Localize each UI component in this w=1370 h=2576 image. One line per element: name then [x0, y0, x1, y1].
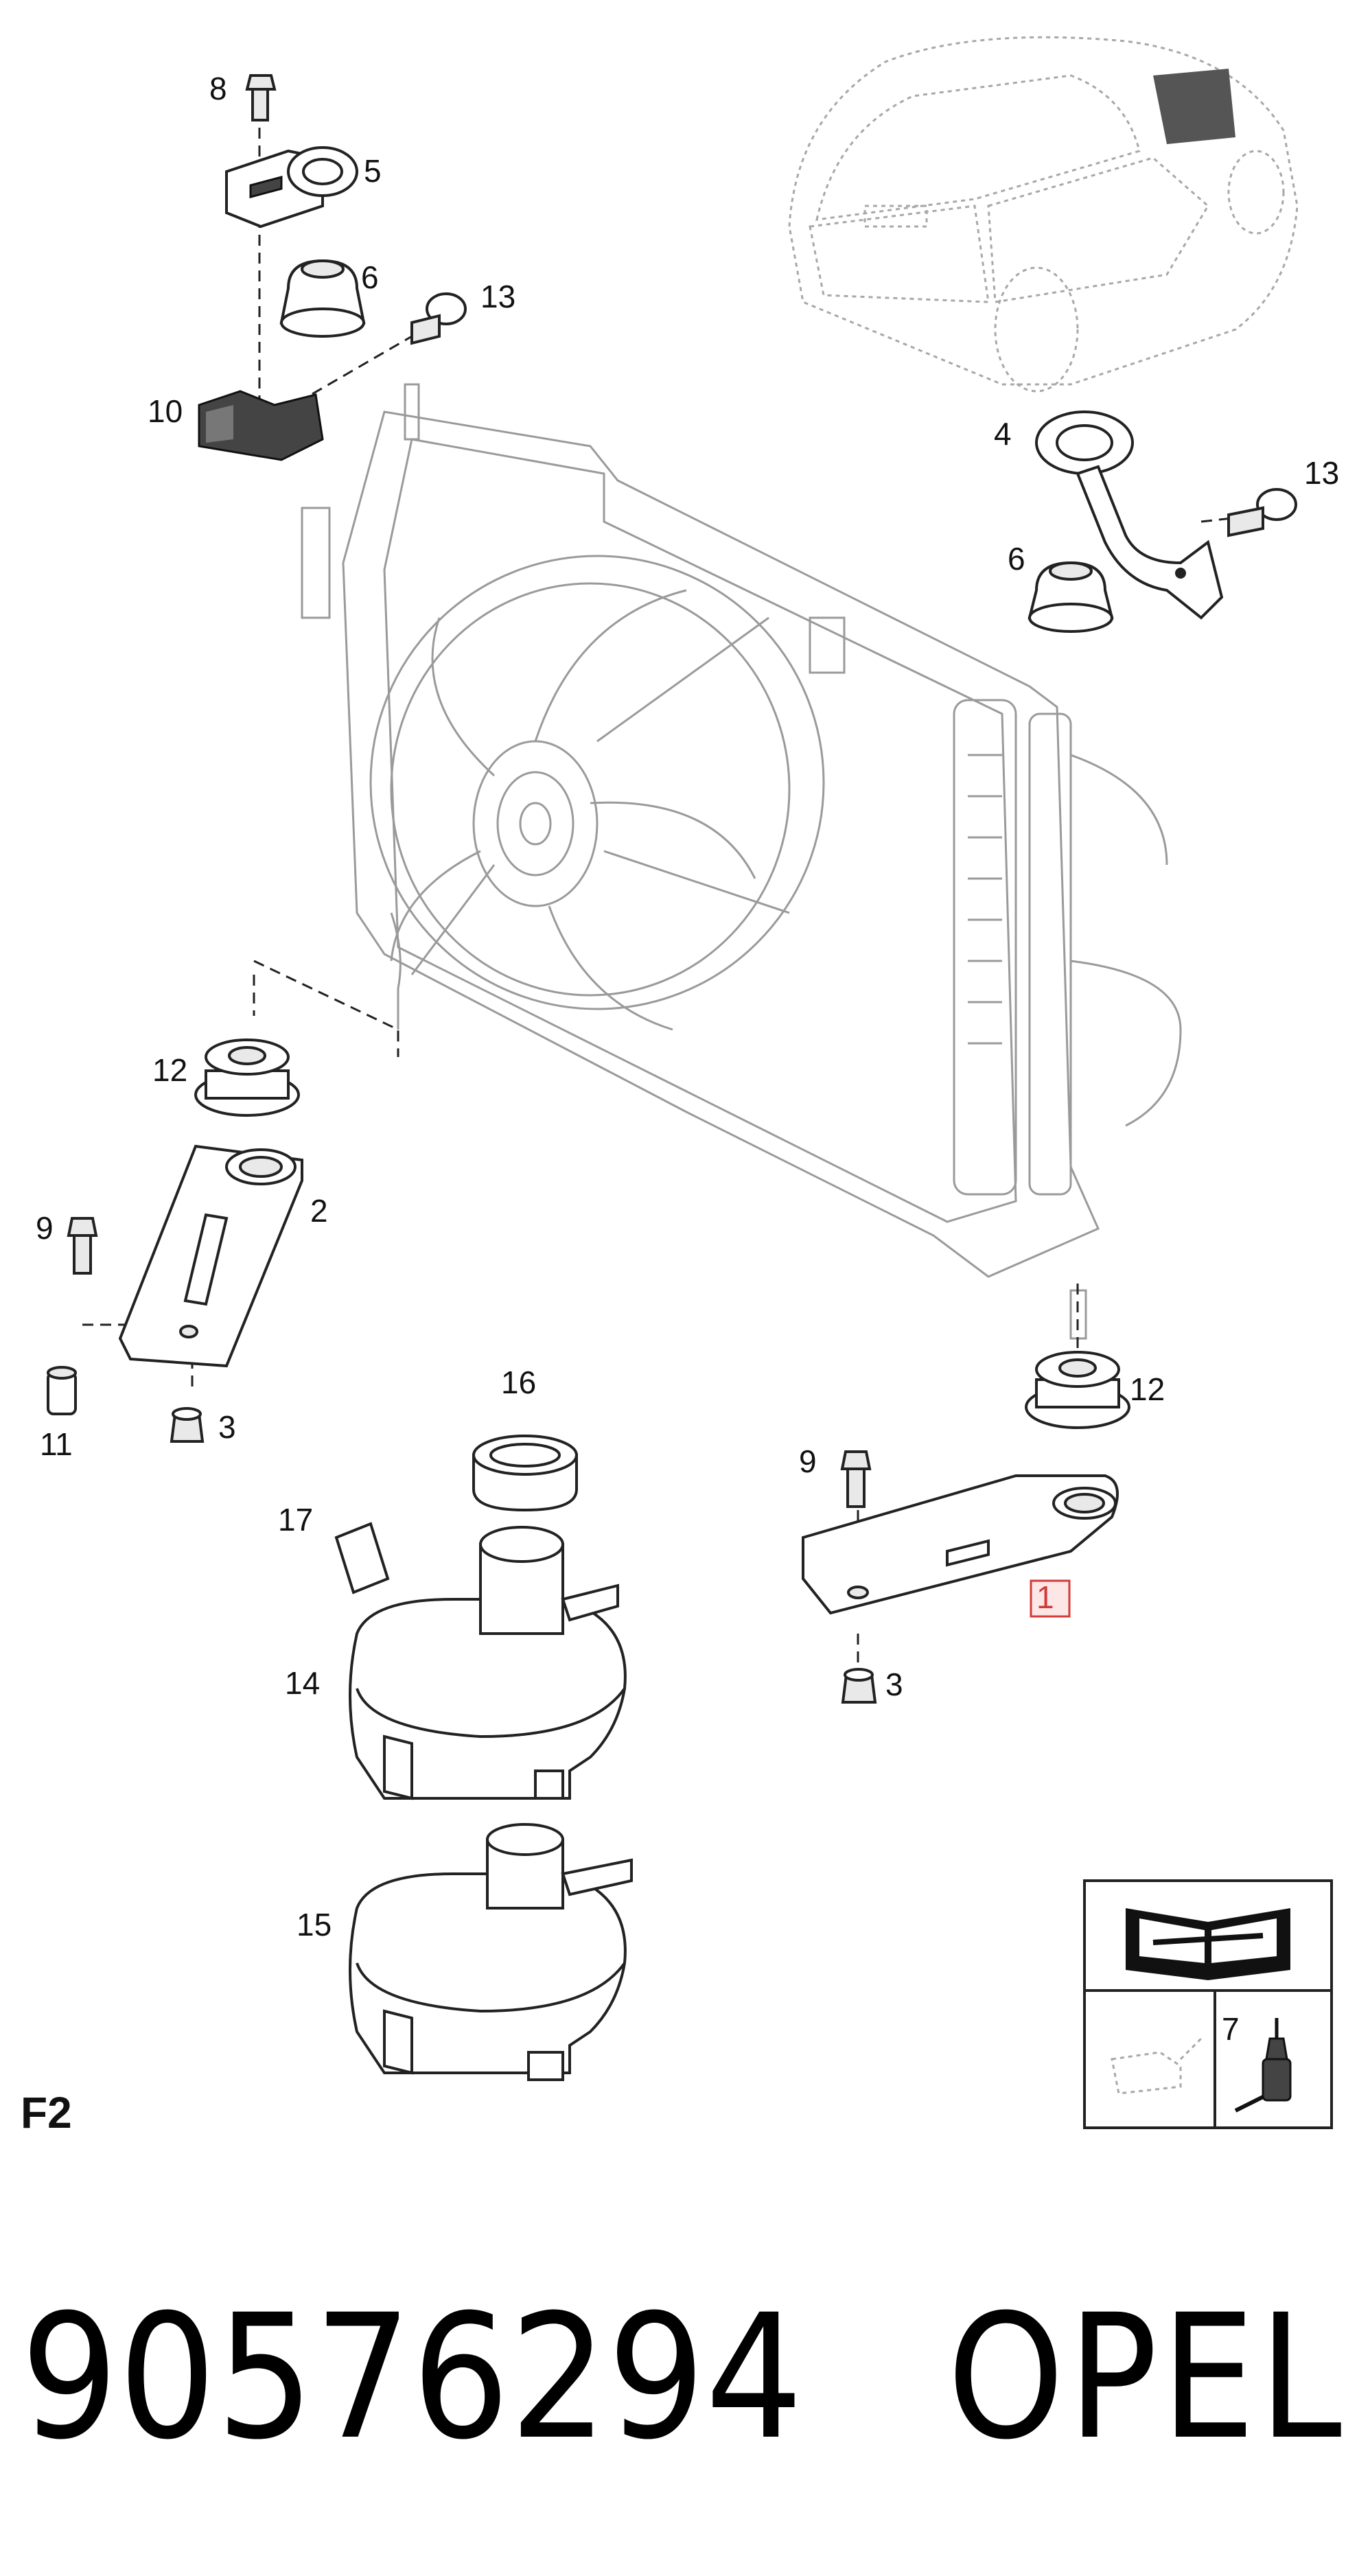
- callout-12a: 12: [152, 1052, 187, 1088]
- callout-3a: 3: [218, 1409, 236, 1445]
- callout-11: 11: [40, 1426, 73, 1462]
- callout-13b: 13: [1304, 455, 1339, 491]
- callout-7: 7: [1222, 2011, 1240, 2047]
- callout-8: 8: [209, 71, 227, 106]
- bolt-13b: [1227, 488, 1297, 537]
- upper-mount-bracket-4: [1035, 410, 1224, 620]
- bolt-13a: [410, 292, 467, 345]
- callout-6b: 6: [1008, 541, 1025, 577]
- tools-legend-box: [1083, 1879, 1333, 2129]
- lower-bracket-left-2: [118, 1144, 303, 1368]
- callout-4: 4: [994, 416, 1012, 452]
- rubber-bushing-6a: [279, 259, 366, 338]
- tank-cap-16: [472, 1435, 578, 1512]
- bolt-9a: [67, 1217, 98, 1275]
- engine-bay-highlight: [1153, 69, 1235, 144]
- sealant-bottle-icon: [1234, 2018, 1292, 2113]
- callout-3b: 3: [885, 1667, 903, 1702]
- callout-10: 10: [148, 393, 183, 429]
- highlight-box-1: [1030, 1579, 1071, 1618]
- lower-bracket-right-1: [802, 1474, 1119, 1615]
- clip-3a: [170, 1407, 205, 1443]
- leader-lines: [82, 110, 1264, 1675]
- sheet-label: F2: [21, 2088, 72, 2137]
- callout-5: 5: [364, 153, 382, 189]
- brand-label: OPEL: [947, 2277, 1345, 2477]
- bolt-8: [245, 74, 277, 121]
- part-number: 90576294: [21, 2277, 803, 2477]
- callout-13a: 13: [480, 279, 515, 314]
- bolt-9b: [840, 1450, 872, 1508]
- callout-15: 15: [297, 1907, 332, 1942]
- callout-labels: 1 2 3 3 4 5 6 6 7 8 9 9 10 11 12 12 13 1…: [36, 71, 1339, 2047]
- callout-9b: 9: [799, 1443, 817, 1479]
- rubber-bushing-6b: [1028, 561, 1114, 633]
- grommet-12a: [194, 1038, 300, 1117]
- expansion-tank-14: [349, 1526, 627, 1800]
- hose-clip-17: [334, 1522, 390, 1594]
- car-silhouette: [788, 36, 1299, 393]
- callout-17: 17: [278, 1502, 313, 1538]
- grommet-11: [47, 1366, 77, 1415]
- callout-1: 1: [1036, 1579, 1054, 1615]
- callout-12b: 12: [1130, 1371, 1165, 1407]
- callout-14: 14: [285, 1665, 320, 1701]
- oil-can-icon: [1111, 2037, 1203, 2095]
- radiator-fan-assembly: [301, 383, 1182, 1340]
- callout-2: 2: [310, 1193, 328, 1229]
- callout-16: 16: [501, 1365, 536, 1400]
- callout-6a: 6: [361, 259, 379, 295]
- clip-3b: [841, 1668, 877, 1704]
- manual-icon: [1126, 1908, 1290, 1980]
- grommet-12b: [1025, 1351, 1130, 1429]
- expansion-tank-15: [349, 1823, 633, 2081]
- bracket-10: [198, 390, 324, 461]
- callout-9a: 9: [36, 1210, 54, 1246]
- upper-clamp-5: [225, 146, 358, 229]
